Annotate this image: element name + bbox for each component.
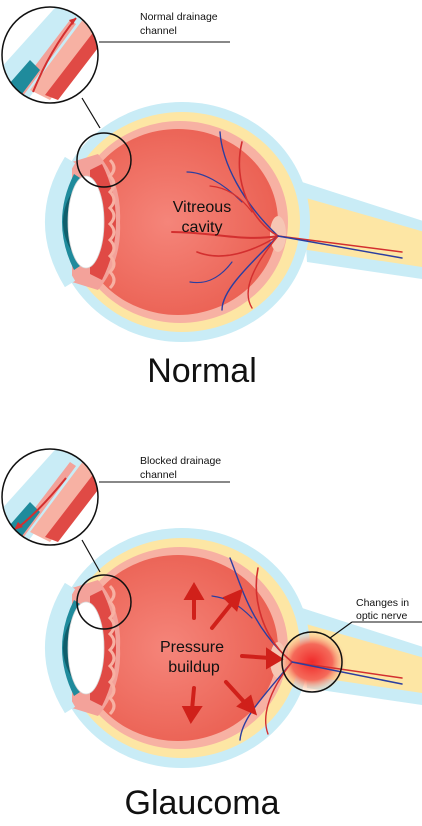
optic-nerve-glow	[278, 632, 346, 692]
pressure-label-line2: buildup	[168, 659, 220, 676]
normal-blood-vessels	[171, 131, 403, 311]
glaucoma-callout-line2: channel	[140, 469, 177, 481]
nerve-callout-line1: Changes in	[356, 597, 409, 609]
optic-nerve-callout: Changes in optic nerve	[281, 597, 422, 693]
normal-vitreous-label-line2: cavity	[182, 219, 223, 236]
pressure-arrow	[210, 601, 234, 630]
pressure-arrow-head	[236, 694, 258, 716]
normal-eye: Vitreous cavity	[51, 102, 422, 342]
pressure-arrow-head	[181, 706, 203, 724]
pressure-arrow-head	[222, 588, 243, 612]
normal-callout-line1: Normal drainage	[140, 11, 218, 23]
normal-vitreous-label-line1: Vitreous	[173, 199, 231, 216]
normal-callout-line2: channel	[140, 25, 177, 37]
nerve-callout-line2: optic nerve	[356, 610, 408, 622]
glaucoma-callout-line1: Blocked drainage	[140, 455, 221, 467]
pressure-arrow-head	[183, 582, 205, 600]
pressure-arrow-head	[266, 647, 284, 670]
pressure-arrow	[240, 654, 272, 660]
pressure-arrows	[181, 582, 284, 724]
pressure-arrow	[224, 680, 248, 706]
glaucoma-eye: Pressure buildup	[51, 528, 422, 768]
glaucoma-caption: Glaucoma	[125, 784, 280, 822]
pressure-label-line1: Pressure	[160, 639, 224, 656]
normal-caption: Normal	[147, 352, 257, 390]
